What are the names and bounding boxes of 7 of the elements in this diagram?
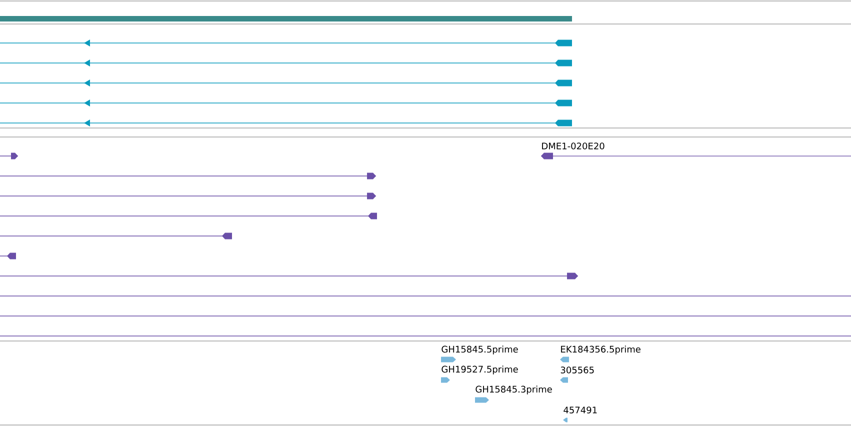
- feature-label: DME1-020E20: [542, 142, 604, 150]
- feature-label: GH15845.3prime: [476, 386, 552, 394]
- feature-label: EK184356.5prime: [561, 346, 640, 354]
- feature-label: GH19527.5prime: [442, 366, 518, 374]
- feature-label: 305565: [560, 366, 594, 374]
- feature-label: GH15845.5prime: [442, 346, 518, 354]
- feature-label: 457491: [564, 406, 597, 414]
